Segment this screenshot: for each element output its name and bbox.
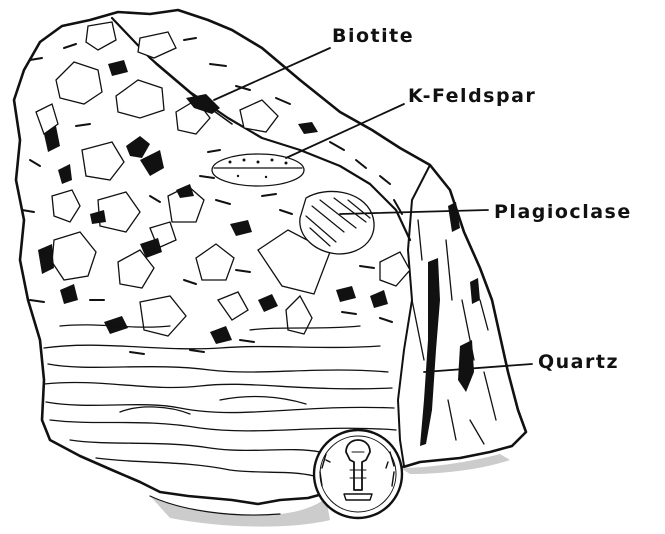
leader-quartz — [424, 364, 532, 372]
kfeldspar-crystal — [212, 154, 304, 186]
crystal — [196, 244, 234, 280]
crystal — [86, 22, 116, 50]
crystal — [52, 232, 96, 280]
crystal — [218, 292, 248, 320]
coin-icon — [314, 430, 402, 518]
crystal — [138, 32, 176, 58]
crystal — [380, 252, 410, 286]
labels: Biotite K-Feldspar Plagioclase Quartz — [332, 25, 632, 373]
crystal — [240, 100, 278, 132]
label-biotite: Biotite — [332, 25, 414, 47]
label-plagioclase: Plagioclase — [494, 201, 632, 223]
crystal — [140, 296, 186, 336]
label-quartz: Quartz — [538, 351, 619, 373]
crystal — [56, 62, 102, 104]
crystal — [116, 80, 164, 118]
label-kfeldspar: K-Feldspar — [408, 85, 536, 107]
crystal — [52, 190, 80, 222]
crystal — [82, 142, 124, 180]
